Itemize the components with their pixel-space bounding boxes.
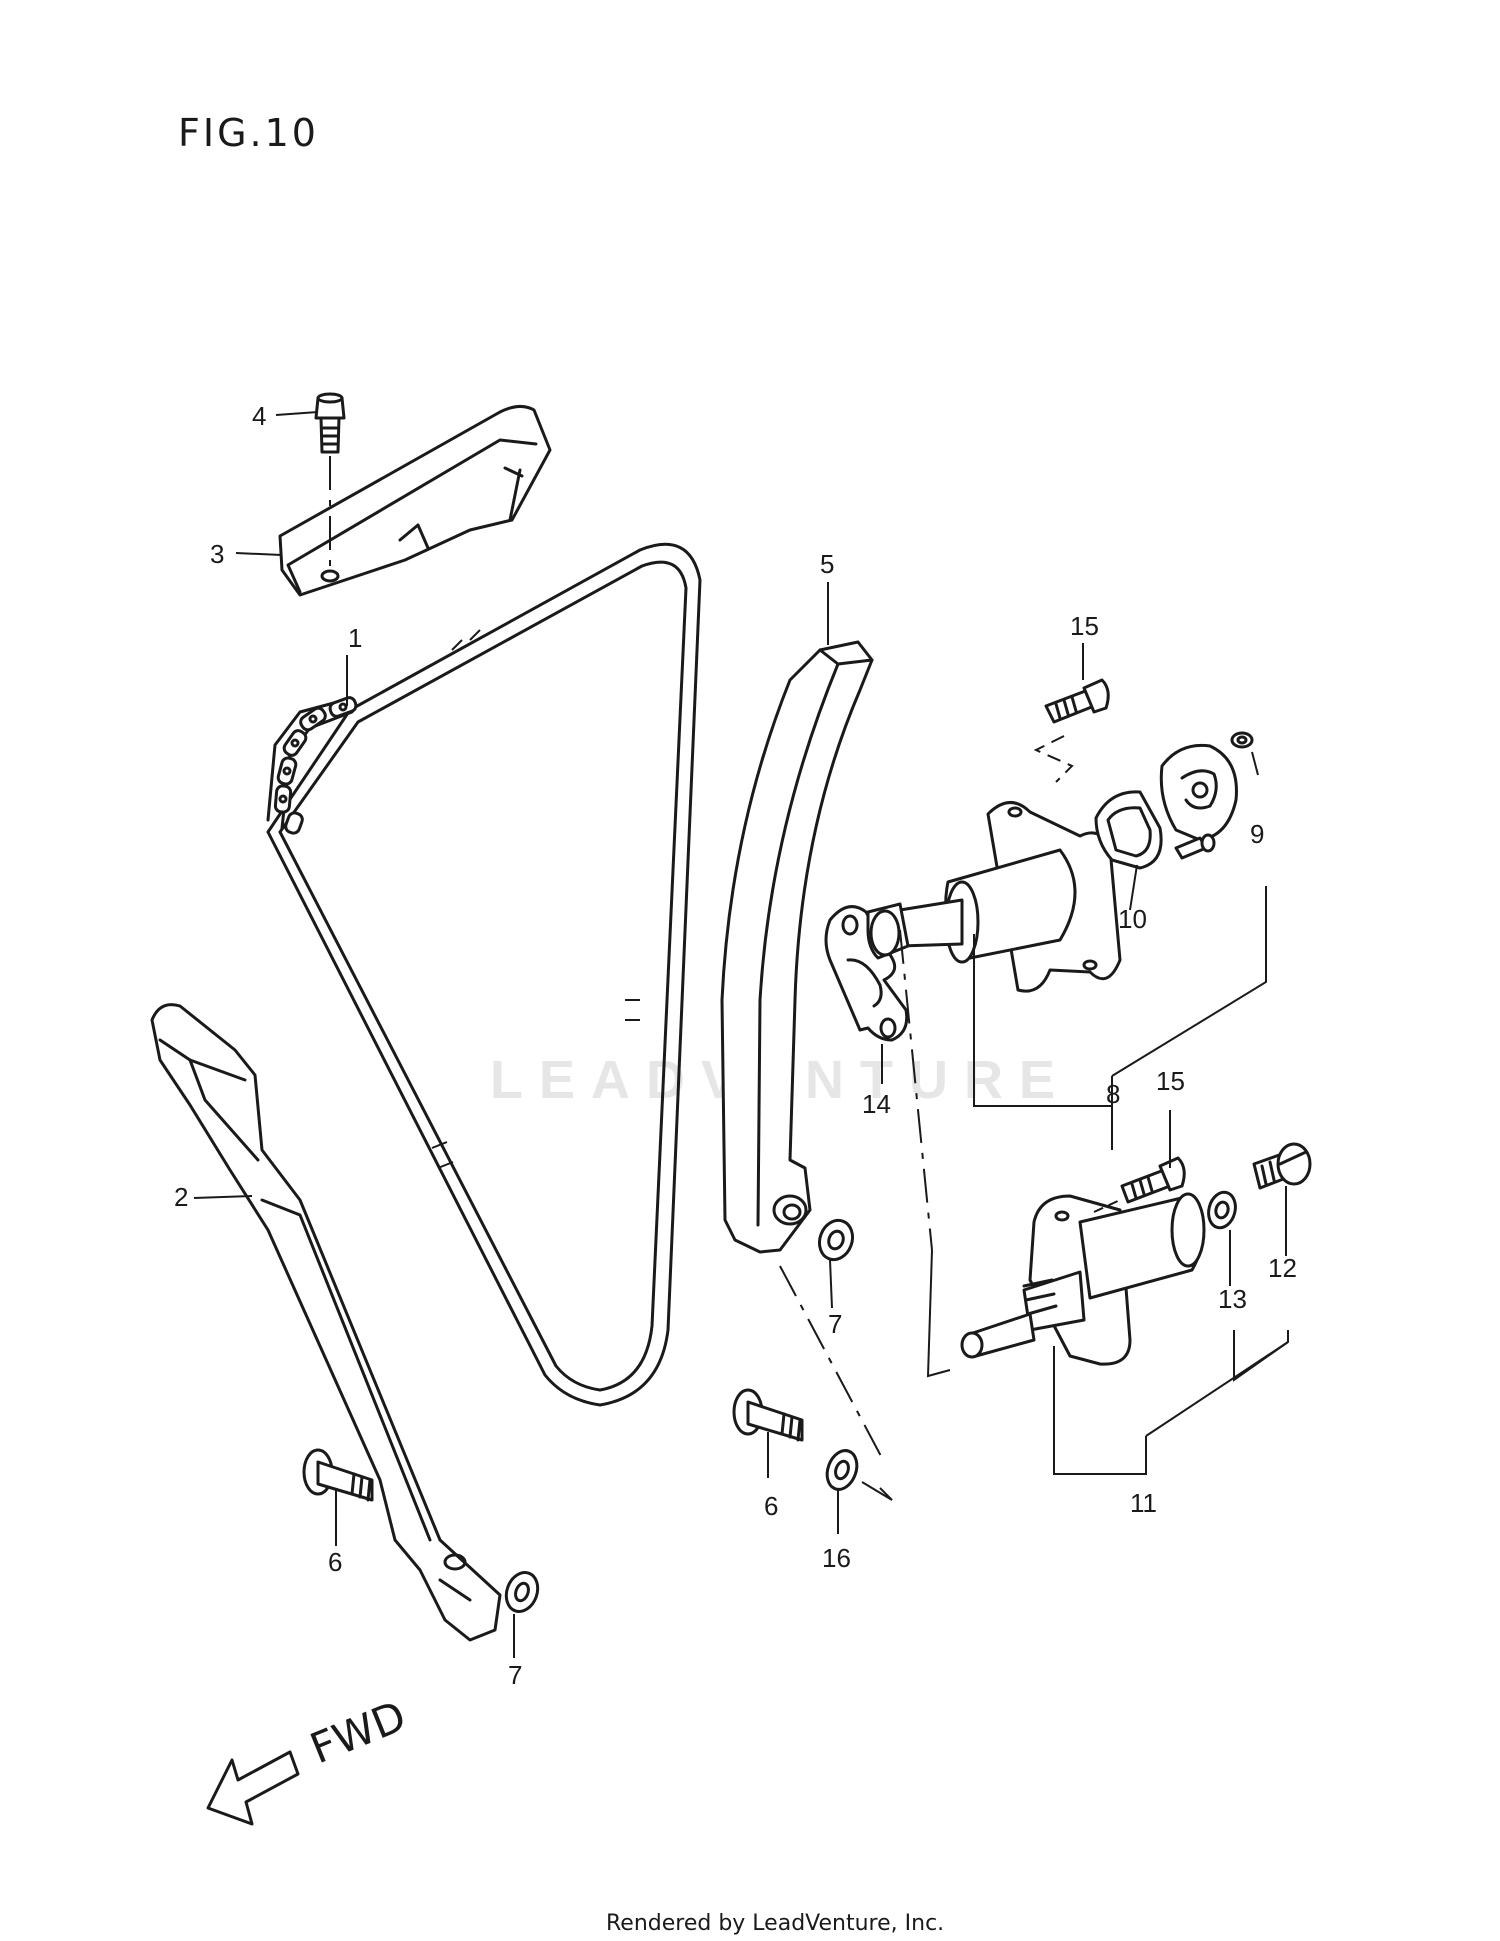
washer-7-center [817, 1218, 855, 1262]
washer-7-lower [504, 1571, 540, 1613]
assembly-dash-upper [899, 929, 933, 1251]
bolt-15-upper-dash [1033, 735, 1074, 783]
callout-4: 4 [252, 401, 266, 431]
washer-16 [825, 1449, 859, 1491]
chain-guide-fixed [720, 640, 874, 1254]
callout-7-lower: 7 [508, 1660, 522, 1690]
callout-14: 14 [862, 1089, 891, 1119]
fwd-label: FWD [303, 1691, 412, 1773]
callout-10: 10 [1118, 904, 1147, 934]
callout-12: 12 [1268, 1253, 1297, 1283]
bolt-15-upper [1044, 678, 1110, 724]
tensioner-assembly-upper [866, 801, 1122, 993]
cap-screw-9 [1230, 731, 1254, 749]
bolt-15-lower [1120, 1156, 1186, 1204]
callout-1: 1 [348, 623, 362, 653]
callout-8: 8 [1106, 1079, 1120, 1109]
upper-chain-guide [278, 405, 552, 597]
assembly-dash-center [779, 1265, 883, 1459]
bolt-15-lower-dash [1093, 1199, 1121, 1213]
pivot-bolt-center [732, 1388, 804, 1442]
callout-2: 2 [174, 1182, 188, 1212]
callout-6-left: 6 [328, 1547, 342, 1577]
tensioner-cap [1159, 743, 1238, 842]
leader-lines [193, 411, 1289, 1658]
callout-9: 9 [1250, 819, 1264, 849]
cap-screw-small [1174, 833, 1216, 860]
assembly-line-center [861, 1481, 893, 1501]
callout-16: 16 [822, 1543, 851, 1573]
figure-title: FIG.10 [178, 111, 319, 155]
chain-links [273, 696, 358, 835]
cam-chain [266, 542, 702, 1407]
callout-3: 3 [210, 539, 224, 569]
guide-bolt [314, 392, 346, 454]
callout-11: 11 [1130, 1488, 1157, 1518]
render-credit: Rendered by LeadVenture, Inc. [606, 1911, 944, 1936]
callout-7-center: 7 [828, 1309, 842, 1339]
forward-direction-indicator: FWD [206, 1691, 413, 1826]
callout-5: 5 [820, 549, 834, 579]
tensioner-assembly-lower [960, 1192, 1206, 1366]
plug-bolt-12 [1252, 1142, 1312, 1190]
cap-gasket [1094, 790, 1163, 870]
assembly-line-lower [926, 1249, 951, 1378]
callout-13: 13 [1218, 1284, 1247, 1314]
callout-15-lower: 15 [1156, 1066, 1185, 1096]
callout-6-center: 6 [764, 1491, 778, 1521]
pivot-bolt-left [302, 1448, 374, 1502]
tensioner-gasket [824, 905, 909, 1042]
callout-15-upper: 15 [1070, 611, 1099, 641]
washer-13 [1207, 1190, 1237, 1230]
chain-tensioner-arm [150, 1003, 502, 1642]
forward-arrow-icon [206, 1750, 300, 1826]
